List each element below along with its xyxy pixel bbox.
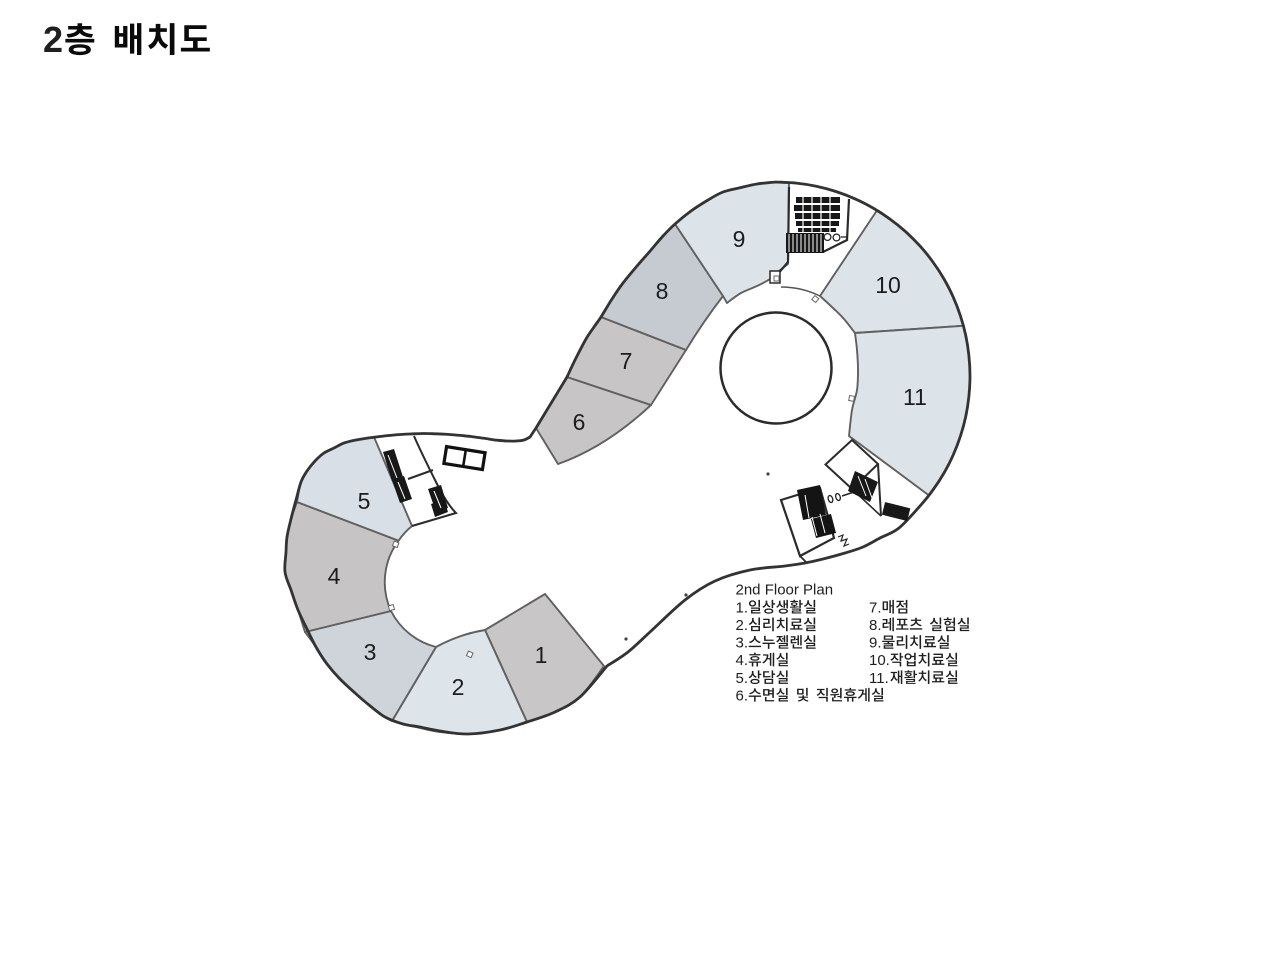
svg-text:8: 8 <box>656 278 669 304</box>
svg-text:4: 4 <box>328 563 341 589</box>
svg-text:2nd Floor Plan: 2nd Floor Plan <box>736 582 834 599</box>
svg-text:11.: 11. <box>869 670 889 687</box>
svg-text:4.: 4. <box>736 652 749 669</box>
svg-text:5.: 5. <box>736 670 749 687</box>
svg-text:8.: 8. <box>869 617 882 634</box>
svg-text:2: 2 <box>452 674 465 700</box>
svg-text:7.: 7. <box>869 599 882 616</box>
svg-text:10: 10 <box>875 272 901 298</box>
svg-text:1.: 1. <box>736 599 749 616</box>
svg-text:7: 7 <box>620 348 633 374</box>
svg-text:2: 2 <box>43 19 63 60</box>
svg-text:6.: 6. <box>736 687 749 704</box>
svg-text:9: 9 <box>733 226 746 252</box>
svg-text:10.: 10. <box>869 652 890 669</box>
svg-text:2.: 2. <box>736 617 749 634</box>
svg-text:11: 11 <box>903 384 927 410</box>
svg-text:6: 6 <box>573 409 586 435</box>
svg-text:3.: 3. <box>736 635 749 652</box>
svg-text:5: 5 <box>358 488 371 514</box>
svg-text:3: 3 <box>364 639 377 665</box>
svg-text:1: 1 <box>535 642 548 668</box>
svg-text:9.: 9. <box>869 635 882 652</box>
